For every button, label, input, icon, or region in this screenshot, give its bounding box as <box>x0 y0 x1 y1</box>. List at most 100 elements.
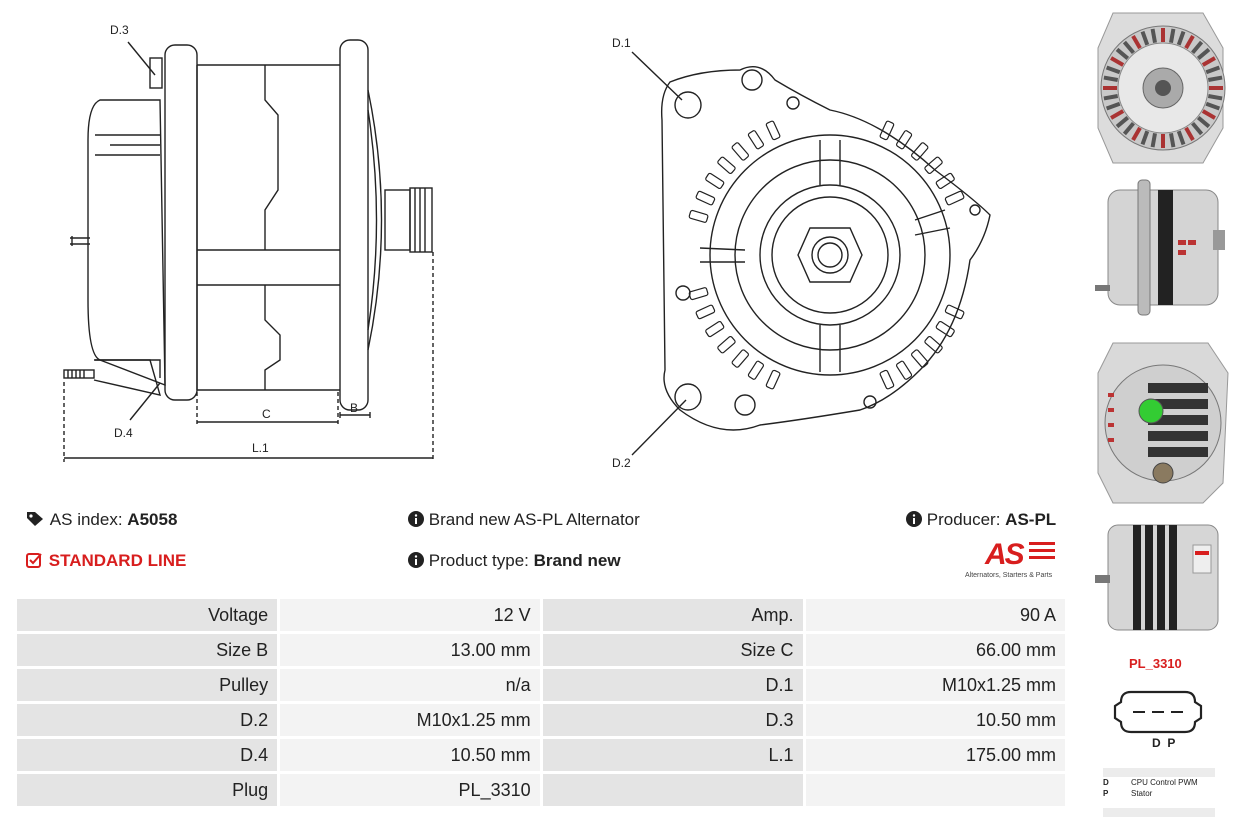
technical-drawing: D.3 D.4 C B L.1 D.1 D.2 <box>63 23 991 470</box>
vent-slot <box>896 360 913 380</box>
plug-pins: D P <box>1152 736 1176 750</box>
vent-slot <box>879 369 895 390</box>
legend-desc: CPU Control PWM <box>1131 778 1198 787</box>
fan-fin <box>1207 75 1223 82</box>
spec-value: M10x1.25 mm <box>805 669 1065 701</box>
fan-fin <box>1196 116 1211 129</box>
vent-slot <box>688 287 709 301</box>
spec-label: D.3 <box>542 704 803 736</box>
vent-slot <box>944 304 965 320</box>
spec-label: Size B <box>17 634 278 666</box>
fan-fin <box>1103 94 1119 101</box>
fan-fin <box>1105 65 1121 75</box>
vent-slot <box>731 349 749 368</box>
plug-name: PL_3310 <box>1129 656 1182 671</box>
vent-slot <box>924 336 943 354</box>
vent-slot <box>695 304 716 320</box>
vent-slot <box>935 321 955 338</box>
fan-fin <box>1103 75 1119 82</box>
description: Brand new AS-PL Alternator <box>408 510 640 530</box>
vent-slot <box>717 336 736 354</box>
vent-slot <box>765 369 781 390</box>
spec-label: D.1 <box>542 669 803 701</box>
fan-fin <box>1115 47 1130 60</box>
fan-fin <box>1122 40 1135 55</box>
fan-fin <box>1191 40 1204 55</box>
tags-icon <box>26 510 50 529</box>
vent-slot <box>924 156 943 174</box>
check-square-icon <box>26 551 49 570</box>
label-c: C <box>262 407 271 421</box>
front-view-drawing <box>631 51 991 456</box>
label-d2: D.2 <box>612 456 631 470</box>
product-photo-rear[interactable] <box>1093 333 1231 508</box>
legend-footer-bar <box>1103 808 1215 817</box>
fan-fin <box>1161 134 1165 148</box>
vent-slot <box>747 130 764 150</box>
vent-slot <box>705 172 725 189</box>
spec-value: 13.00 mm <box>280 634 540 666</box>
spec-value: 10.50 mm <box>280 739 540 771</box>
producer: Producer: AS-PL <box>906 510 1056 530</box>
fan-fin <box>1176 130 1186 146</box>
fan-fin <box>1169 132 1176 148</box>
vent-slot <box>747 360 764 380</box>
label-b: B <box>350 401 358 415</box>
vent-slot <box>705 321 725 338</box>
spec-label: Size C <box>542 634 803 666</box>
info-circle-icon <box>906 510 927 529</box>
fan-fin <box>1191 121 1204 136</box>
vent-slots <box>688 120 965 390</box>
fan-fin <box>1184 35 1195 50</box>
legend-header-bar <box>1103 768 1215 777</box>
vent-slot <box>911 142 929 161</box>
standard-line-badge: STANDARD LINE <box>26 551 186 571</box>
label-d3: D.3 <box>110 23 129 37</box>
vent-slot <box>879 120 895 141</box>
product-type-value: Brand new <box>533 551 621 570</box>
spec-label: D.2 <box>17 704 278 736</box>
spec-value: PL_3310 <box>280 774 540 806</box>
spec-label <box>542 774 803 806</box>
spec-value: 90 A <box>805 599 1065 631</box>
fan-fin <box>1201 56 1216 67</box>
spec-label: Plug <box>17 774 278 806</box>
product-photo-front[interactable] <box>1093 8 1231 168</box>
vent-slot <box>688 209 709 223</box>
plug-connector-diagram <box>1113 690 1203 734</box>
logo-tagline: Alternators, Starters & Parts <box>965 572 1053 579</box>
vent-slot <box>717 156 736 174</box>
fan-fin <box>1176 30 1186 46</box>
fan-fin <box>1140 130 1150 146</box>
product-type: Product type: Brand new <box>408 551 621 571</box>
fan-fin <box>1110 56 1125 67</box>
label-l1: L.1 <box>252 441 269 455</box>
spec-label: Pulley <box>17 669 278 701</box>
spec-value: 12 V <box>280 599 540 631</box>
spec-label: Voltage <box>17 599 278 631</box>
fan-fin <box>1184 126 1195 141</box>
spec-label: D.4 <box>17 739 278 771</box>
fan-fin <box>1207 94 1223 101</box>
fan-fin <box>1161 28 1165 42</box>
vent-slot <box>765 120 781 141</box>
product-photo-side[interactable] <box>1093 170 1231 325</box>
as-index: AS index: A5058 <box>26 510 177 530</box>
producer-logo: AS Alternators, Starters & Parts <box>965 538 1067 584</box>
info-circle-icon <box>408 551 429 570</box>
producer-value: AS-PL <box>1005 510 1057 529</box>
label-d4: D.4 <box>114 426 133 440</box>
product-photo-side-2[interactable] <box>1093 515 1231 640</box>
side-view-drawing <box>63 39 434 462</box>
spec-value: 10.50 mm <box>805 704 1065 736</box>
vent-slot <box>911 349 929 368</box>
spec-label: L.1 <box>542 739 803 771</box>
fan-fin <box>1150 132 1157 148</box>
